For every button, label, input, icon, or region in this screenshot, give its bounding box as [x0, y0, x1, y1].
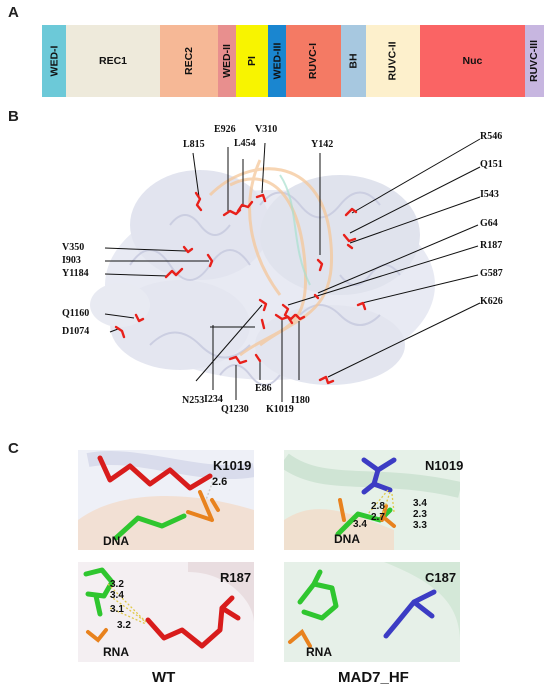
- domain-ruvc-i: RUVC-I: [285, 25, 341, 97]
- hf-bottom-residue: C187: [425, 570, 457, 585]
- wt-top-distance: 2.6: [212, 476, 228, 488]
- hf-top-distance-3: 3.4: [353, 519, 367, 530]
- domain-wed-i: WED-I: [42, 25, 66, 97]
- residue-label-Q1230: Q1230: [221, 404, 249, 415]
- domain-label: REC1: [98, 55, 127, 67]
- wt-top-residue: K1019: [213, 458, 252, 473]
- residue-label-Q1160: Q1160: [62, 308, 90, 319]
- hf-bottom-molecule: RNA: [306, 645, 332, 659]
- residue-label-E926: E926: [214, 124, 236, 135]
- domain-label: RUVC-II: [386, 41, 399, 81]
- residue-label-I903: I903: [62, 255, 81, 266]
- residue-label-I234: I234: [204, 394, 223, 405]
- hf-top-distance-2: 2.7: [371, 512, 385, 523]
- domain-pi: PI: [235, 25, 268, 97]
- residue-label-Y142: Y142: [311, 139, 334, 150]
- wt-bottom-distance-3: 3.1: [110, 604, 124, 615]
- domain-label: WED-I: [48, 45, 61, 77]
- domain-rec1: REC1: [66, 25, 160, 97]
- domain-label: REC2: [182, 46, 195, 76]
- residue-label-I180: I180: [291, 395, 310, 406]
- domain-rec2: REC2: [160, 25, 218, 97]
- wt-bottom-distance-4: 3.2: [117, 620, 131, 631]
- domain-bh: BH: [340, 25, 366, 97]
- hf-top-molecule: DNA: [334, 532, 360, 546]
- residue-label-Y1184: Y1184: [62, 268, 89, 279]
- wt-bottom-residue: R187: [220, 570, 252, 585]
- hf-top-residue: N1019: [425, 458, 464, 473]
- domain-label: RUVC-I: [307, 42, 320, 80]
- residue-label-L454: L454: [234, 138, 256, 149]
- residue-label-K1019: K1019: [266, 404, 294, 415]
- hf-top-distance-4: 3.4: [413, 498, 427, 509]
- hf-top-distance-1: 2.8: [371, 501, 385, 512]
- residue-label-D1074: D1074: [62, 326, 90, 337]
- domain-nuc: Nuc: [419, 25, 525, 97]
- hf-top-distance-6: 3.3: [413, 520, 427, 531]
- domain-architecture-bar: WED-I REC1 REC2 WED-II PI WED-III RUVC-I BH RUVC…: [42, 25, 544, 97]
- residue-label-I543: I543: [480, 189, 499, 200]
- caption-wt: WT: [152, 669, 176, 686]
- hf-top-distance-5: 2.3: [413, 509, 427, 520]
- wt-r187-rna-view: [78, 562, 254, 667]
- caption-mad7-hf: MAD7_HF: [338, 669, 409, 686]
- domain-wed-ii: WED-II: [217, 25, 236, 97]
- domain-label: BH: [347, 53, 360, 69]
- residue-label-E86: E86: [255, 383, 272, 394]
- residue-label-G64: G64: [480, 218, 498, 229]
- residue-label-R546: R546: [480, 131, 503, 142]
- wt-k1019-dna-view: [78, 450, 256, 555]
- residue-label-Q151: Q151: [480, 159, 503, 170]
- panel-c-letter: C: [8, 440, 19, 457]
- wt-bottom-distance-2: 3.4: [110, 590, 124, 601]
- residue-label-R187: R187: [480, 240, 503, 251]
- domain-label: WED-III: [270, 42, 283, 80]
- domain-ruvc-ii: RUVC-II: [365, 25, 420, 97]
- residue-label-G587: G587: [480, 268, 503, 279]
- protein-structure-illustration: [0, 115, 550, 445]
- residue-label-N253: N253: [182, 395, 205, 406]
- residue-label-V350: V350: [62, 242, 85, 253]
- wt-top-molecule: DNA: [103, 534, 129, 548]
- panel-b-letter: B: [8, 108, 19, 125]
- domain-label: Nuc: [462, 55, 483, 67]
- wt-bottom-molecule: RNA: [103, 645, 129, 659]
- panel-a-letter: A: [8, 4, 19, 21]
- domain-wed-iii: WED-III: [267, 25, 286, 97]
- wt-bottom-distance-1: 3.2: [110, 579, 124, 590]
- mad7hf-c187-rna-view: [284, 562, 460, 667]
- mad7hf-n1019-dna-view: [279, 450, 462, 555]
- residue-label-V310: V310: [255, 124, 278, 135]
- domain-ruvc-iii: RUVC-III: [524, 25, 544, 97]
- domain-label: PI: [245, 56, 258, 66]
- residue-label-L815: L815: [183, 139, 205, 150]
- residue-label-K626: K626: [480, 296, 503, 307]
- domain-label: WED-II: [220, 44, 233, 78]
- domain-label: RUVC-III: [528, 40, 541, 82]
